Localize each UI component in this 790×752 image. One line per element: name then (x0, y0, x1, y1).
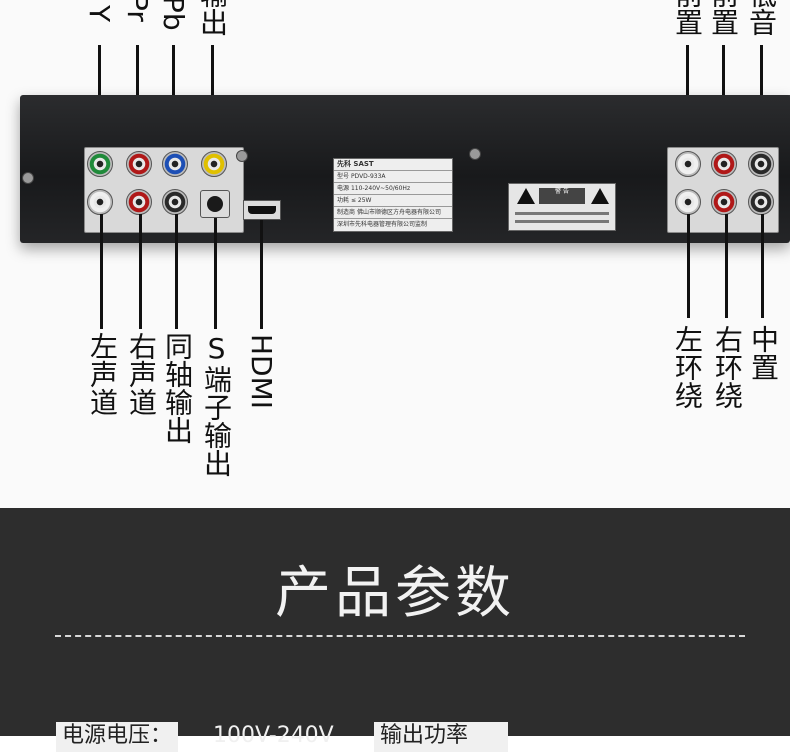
label-pr: Pr (121, 0, 154, 22)
rating-label: 先科 SAST 型号 PDVD-933A 电源 110-240V~50/60Hz… (333, 158, 453, 232)
front-right-jack (711, 151, 737, 177)
spec-section (0, 508, 790, 736)
warning-label: 警 告 (508, 183, 616, 231)
screw (236, 150, 248, 162)
right-surround-jack (711, 189, 737, 215)
label-center: 中置 (747, 325, 780, 381)
label-pb: Pb (157, 0, 190, 31)
sticker-model-value: PDVD-933A (350, 173, 386, 180)
spec-voltage-value: 100V-240V (213, 723, 334, 748)
warning-title: 警 告 (539, 188, 585, 204)
sticker-maker-label: 制造商 (337, 209, 356, 216)
label-front-right: 前置 (707, 0, 740, 36)
label-right-channel: 右声道 (125, 332, 158, 416)
leader-right-surround (725, 214, 728, 318)
leader-left (100, 214, 103, 329)
sticker-power-value: 110-240V~50/60Hz (350, 185, 411, 192)
leader-s-terminal (214, 218, 217, 329)
label-s-terminal-out: S端子输出 (200, 332, 233, 477)
spec-voltage-label: 电源电压： (56, 722, 179, 752)
sticker-wattage-label: 功耗 (337, 197, 350, 204)
y-jack (87, 151, 113, 177)
warning-line-1 (515, 212, 609, 215)
left-audio-jack (87, 189, 113, 215)
video-jack (201, 151, 227, 177)
sticker-footer: 深圳市先科电器管理有限公司监制 (337, 221, 428, 228)
sticker-model-label: 型号 (337, 173, 350, 180)
coaxial-jack (162, 189, 188, 215)
spec-next-label: 输出功率 (374, 722, 508, 752)
dashed-divider (55, 635, 745, 637)
screw (469, 148, 481, 160)
pb-jack (162, 151, 188, 177)
label-subwoofer: 低音 (745, 0, 778, 36)
section-title: 产品参数 (275, 561, 515, 626)
leader-hdmi (260, 220, 263, 329)
label-front-left: 前置 (671, 0, 704, 36)
sticker-wattage: 功耗 ≤ 25W (334, 195, 452, 207)
label-hdmi: HDMI (245, 334, 278, 410)
center-jack (748, 189, 774, 215)
sticker-maker-value: 佛山市顺德区方舟电器有限公司 (356, 209, 441, 216)
s-video-port (200, 190, 230, 218)
sticker-power: 电源 110-240V~50/60Hz (334, 183, 452, 195)
right-audio-jack (126, 189, 152, 215)
sticker-power-label: 电源 (337, 185, 350, 192)
label-y: Y (83, 5, 116, 23)
left-surround-jack (675, 189, 701, 215)
label-coaxial-out: 同轴输出 (161, 332, 194, 444)
product-rear-view: Y Pr Pb 输出 前置 前置 低音 先科 SAST 型号 PDVD-933A… (20, 0, 790, 477)
front-left-jack (675, 151, 701, 177)
leader-right (139, 214, 142, 329)
sticker-brand: 先科 SAST (334, 159, 452, 171)
warning-icon (591, 188, 609, 204)
warning-line-2 (515, 220, 609, 223)
label-video-out: 输出 (196, 0, 229, 36)
sticker-wattage-value: ≤ 25W (350, 197, 372, 204)
sticker-model: 型号 PDVD-933A (334, 171, 452, 183)
leader-left-surround (687, 214, 690, 318)
leader-center (761, 214, 764, 318)
pr-jack (126, 151, 152, 177)
subwoofer-jack (748, 151, 774, 177)
label-left-surround: 左环绕 (671, 325, 704, 409)
leader-coaxial (175, 214, 178, 329)
warning-icon (517, 188, 535, 204)
label-right-surround: 右环绕 (711, 325, 744, 409)
sticker-maker: 制造商 佛山市顺德区方舟电器有限公司 (334, 207, 452, 219)
screw (22, 172, 34, 184)
hdmi-port (243, 200, 281, 220)
label-left-channel: 左声道 (86, 332, 119, 416)
